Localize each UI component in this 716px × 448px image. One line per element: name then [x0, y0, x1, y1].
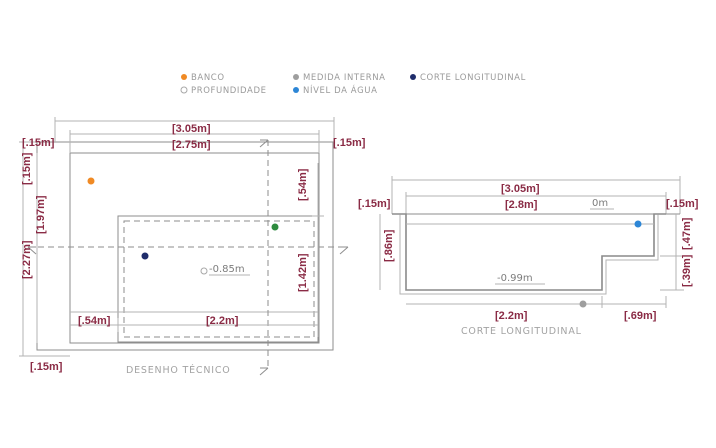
- section-view: [3.05m] [2.8m] [.15m] [.15m] 0m [.86m] […: [358, 176, 699, 337]
- plan-dim-bottom-left: [.54m]: [78, 315, 111, 327]
- cut-arrow-right-icon: [339, 246, 349, 255]
- cut-arrow-top-icon: [259, 139, 269, 148]
- water-level-marker: [634, 220, 642, 228]
- plan-dim-border-top-left: [.15m]: [22, 137, 55, 149]
- depth-legend-dot: [180, 86, 188, 94]
- plan-dim-inner-width: [2.75m]: [172, 139, 211, 151]
- plan-inner-edge: [69, 152, 320, 344]
- section-water-level-label: 0m: [592, 198, 608, 209]
- section-pool-profile: [392, 213, 666, 291]
- section-dim-right-upper: [.47m]: [681, 217, 693, 250]
- legend-section-label: CORTE LONGITUDINAL: [420, 73, 526, 83]
- section-dim-border-left: [.15m]: [358, 198, 391, 210]
- section-dim-left-height: [.86m]: [383, 229, 395, 262]
- cut-arrow-bottom-icon: [259, 367, 269, 376]
- plan-dim-total-width: [3.05m]: [172, 123, 211, 135]
- plan-dim-left-border-top: [.15m]: [21, 152, 33, 185]
- section-dim-step-width: [.69m]: [624, 310, 657, 322]
- section-marker: [141, 252, 149, 260]
- cut-arrow-left-icon: [27, 246, 37, 255]
- plan-caption: DESENHO TÉCNICO: [126, 364, 231, 376]
- section-caption: CORTE LONGITUDINAL: [461, 326, 582, 337]
- legend-internal-label: MEDIDA INTERNA: [303, 73, 386, 83]
- section-dim-total-width: [3.05m]: [501, 183, 540, 195]
- internal-measure-marker: [579, 300, 587, 308]
- plan-dim-left-inner-height: [1.97m]: [35, 195, 47, 234]
- plan-dim-border-top-right: [.15m]: [333, 137, 366, 149]
- bench-legend-dot: [181, 74, 187, 80]
- section-dim-inner-width: [2.8m]: [505, 199, 538, 211]
- section-pool-outer-profile: [399, 214, 659, 295]
- bench-marker: [87, 177, 95, 185]
- section-dim-border-right: [.15m]: [666, 198, 699, 210]
- section-legend-dot: [410, 74, 416, 80]
- plan-dim-bottom-width: [2.2m]: [206, 315, 239, 327]
- plan-view: -0.85m [.15m] [3.05m] [2.75m] [.15m] [.1…: [19, 117, 366, 376]
- section-dim-bottom-width: [2.2m]: [495, 310, 528, 322]
- legend-water-label: NÍVEL DA ÁGUA: [303, 84, 378, 96]
- depth-marker: [200, 267, 208, 275]
- legend-depth-label: PROFUNDIDADE: [191, 86, 267, 96]
- plan-dim-bottom-border: [.15m]: [30, 361, 63, 373]
- internal-measure-legend-dot: [293, 74, 299, 80]
- legend-bench-label: BANCO: [191, 73, 225, 83]
- plan-deep-zone-dashed: [123, 220, 315, 338]
- section-depth-label: -0.99m: [497, 273, 533, 284]
- plan-dim-right-lower: [1.42m]: [297, 253, 309, 292]
- plan-dim-right-upper: [.54m]: [297, 168, 309, 201]
- section-dim-right-lower: [.39m]: [681, 254, 693, 287]
- plan-marker-green: [271, 223, 279, 231]
- plan-dim-left-outer-height: [2.27m]: [21, 240, 33, 279]
- water-level-legend-dot: [293, 87, 299, 93]
- plan-depth-label: -0.85m: [209, 264, 245, 275]
- legend: BANCO MEDIDA INTERNA CORTE LONGITUDINAL …: [180, 73, 526, 96]
